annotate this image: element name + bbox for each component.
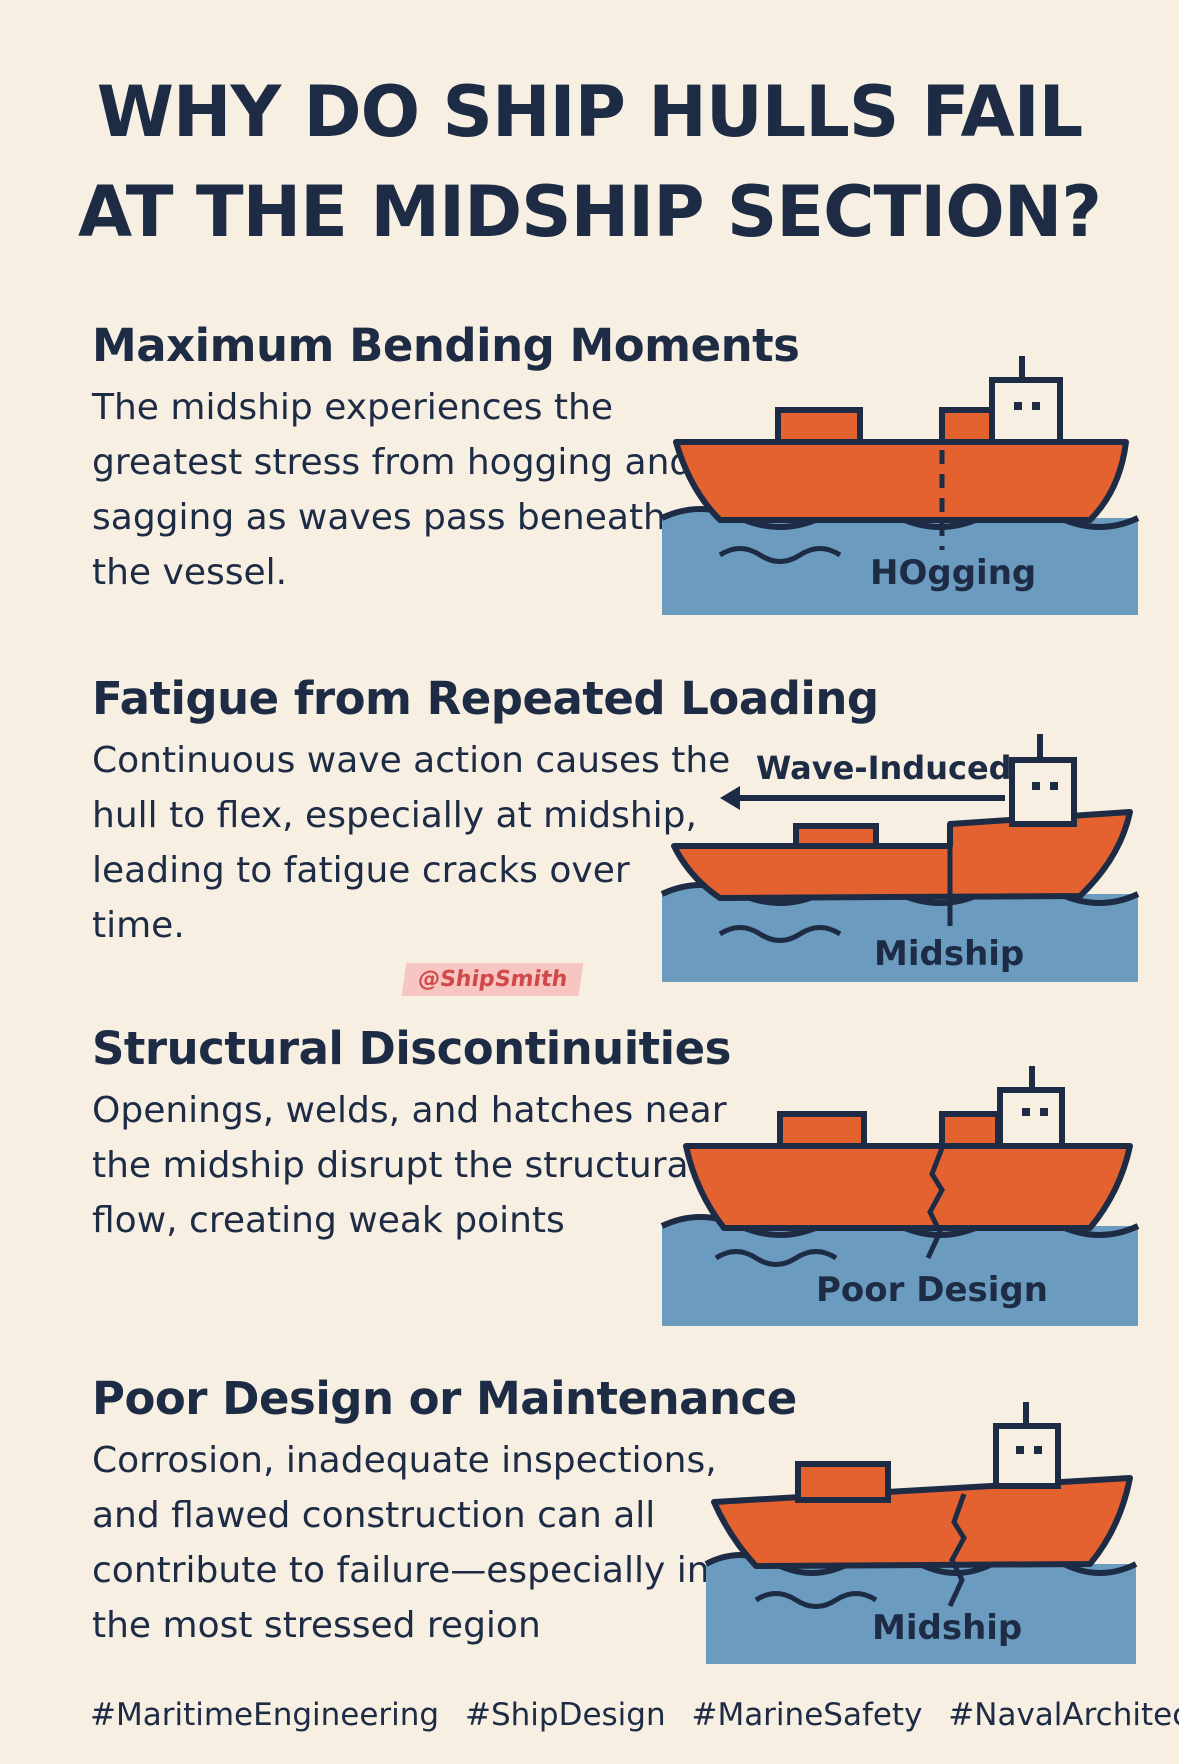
hashtag: #MaritimeEngineering — [90, 1697, 440, 1733]
section-heading: Maximum Bending Moments — [92, 319, 800, 372]
ship-broken-illustration: Midship — [700, 1398, 1140, 1668]
section-fatigue: Fatigue from Repeated Loading Continuous… — [92, 671, 1179, 953]
hashtag-footer: #MaritimeEngineering #ShipDesign #Marine… — [90, 1697, 1179, 1733]
hashtag: #ShipDesign — [464, 1697, 666, 1733]
watermark-badge: @ShipSmith — [401, 963, 584, 996]
section-heading: Structural Discontinuities — [92, 1022, 731, 1075]
ship-hogging-illustration: HOgging — [660, 350, 1140, 620]
midship-label: Midship — [874, 934, 1025, 974]
ship-fatigue-illustration: Wave-Induced Midship — [660, 728, 1140, 988]
poor-design-label: Poor Design — [816, 1270, 1048, 1310]
section-poor-design: Poor Design or Maintenance Corrosion, in… — [92, 1371, 1179, 1653]
section-body: Openings, welds, and hatches near the mi… — [92, 1090, 727, 1241]
section-body: Continuous wave action causes the hull t… — [92, 740, 731, 946]
hogging-label: HOgging — [870, 553, 1037, 593]
title-line-1: WHY DO SHIP HULLS FAIL — [96, 71, 1084, 153]
section-body: Corrosion, inadequate inspections, and f… — [92, 1440, 717, 1646]
section-heading: Fatigue from Repeated Loading — [92, 672, 879, 725]
hashtag: #NavalArchitecture — [948, 1697, 1179, 1733]
ship-crack-illustration: Poor Design — [660, 1062, 1140, 1332]
midship-label: Midship — [872, 1608, 1023, 1648]
section-discontinuities: Structural Discontinuities Openings, wel… — [92, 1021, 1179, 1248]
page-title: WHY DO SHIP HULLS FAIL AT THE MIDSHIP SE… — [0, 62, 1179, 262]
section-body: The midship experiences the greatest str… — [92, 387, 693, 593]
hashtag: #MarineSafety — [691, 1697, 923, 1733]
section-bending-moments: Maximum Bending Moments The midship expe… — [92, 318, 1179, 600]
section-heading: Poor Design or Maintenance — [92, 1372, 797, 1425]
title-line-2: AT THE MIDSHIP SECTION? — [77, 171, 1102, 253]
wave-induced-label: Wave-Induced — [756, 749, 1012, 787]
